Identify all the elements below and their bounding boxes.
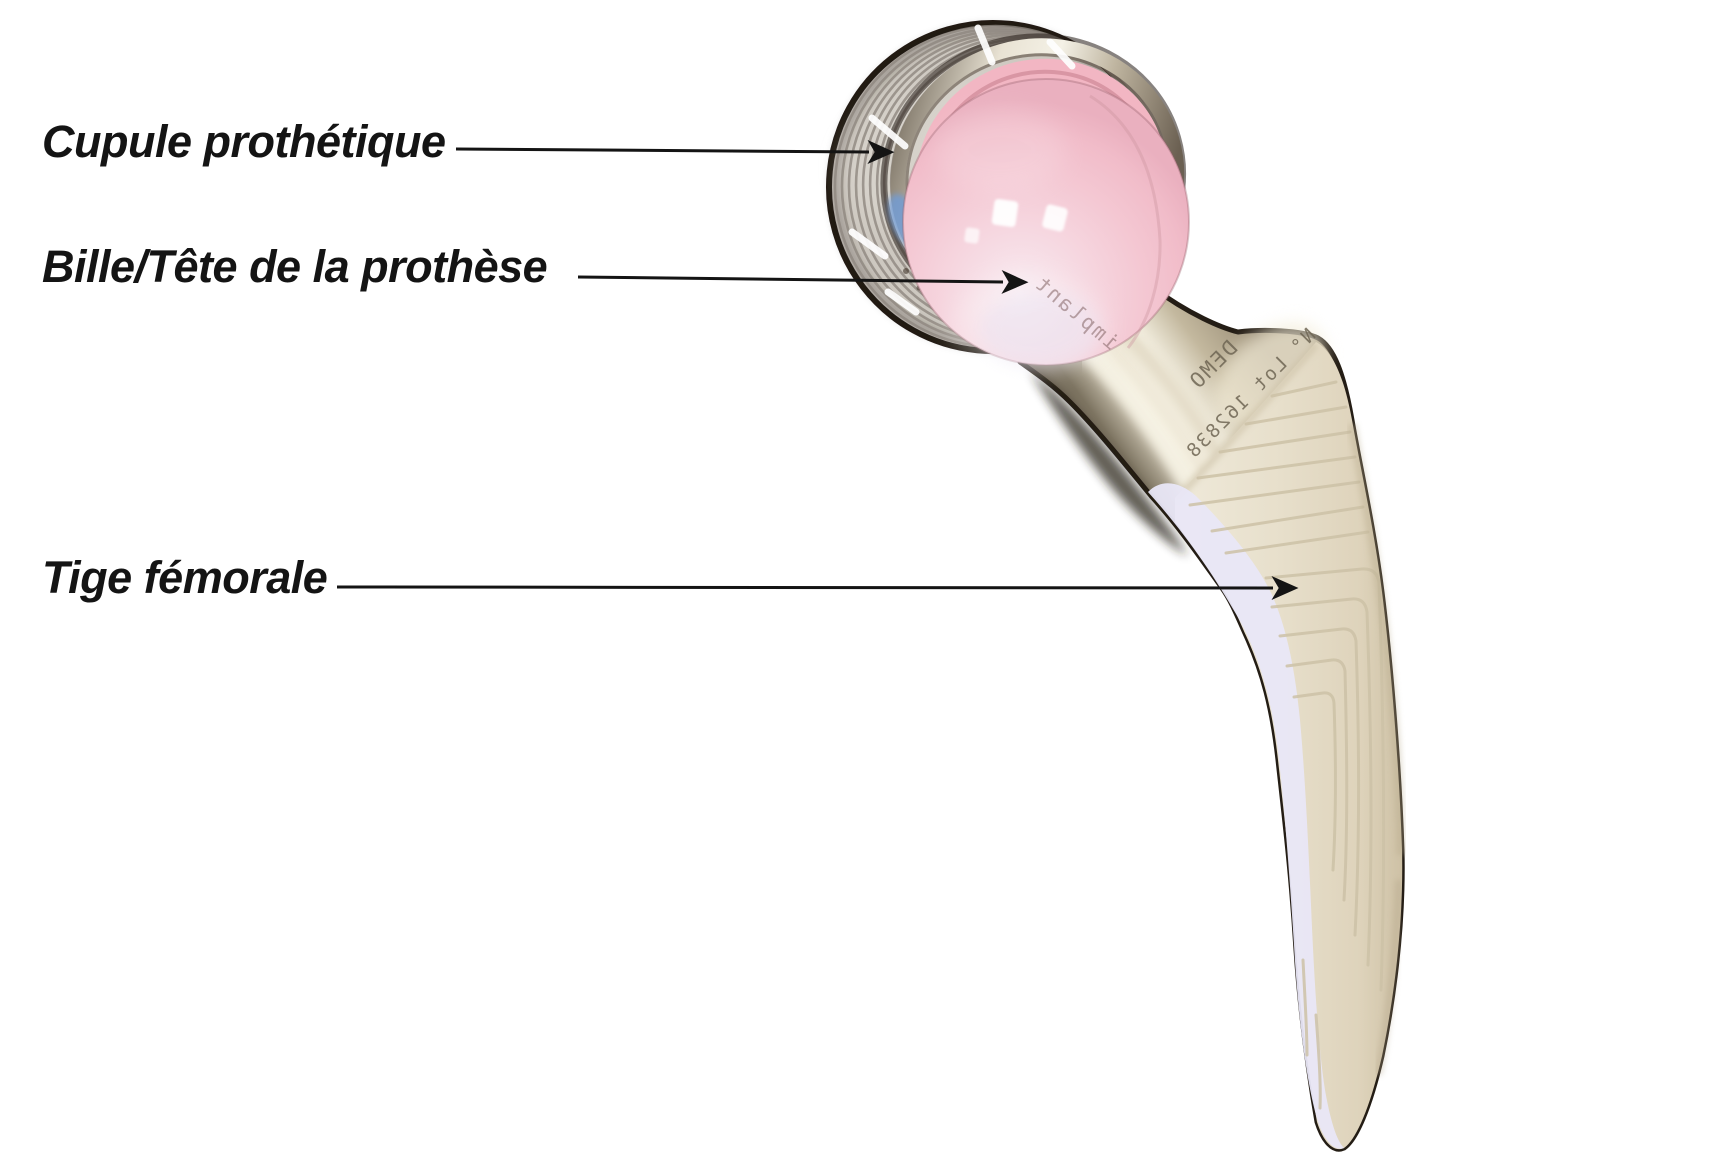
- cup-index-ticks: [848, 24, 1076, 316]
- femoral-head-ball: implant: [902, 78, 1190, 376]
- ball-bevel-edge: [1089, 94, 1162, 349]
- stem-left-highlight: [1148, 483, 1344, 1149]
- neck-shadow: [1030, 370, 1188, 556]
- ball-sheen-top: [934, 108, 1066, 192]
- neck-highlight-2: [1116, 324, 1224, 458]
- rim-dot: [903, 268, 909, 274]
- stem-right-shade-low: [1374, 879, 1403, 1076]
- annotation-arrows: [336, 139, 1299, 600]
- label-cupule-prothetique: Cupule prothétique: [42, 116, 446, 167]
- arrow-bille: [577, 269, 1029, 294]
- label-bille-tete-prothese: Bille/Tête de la prothèse: [42, 241, 548, 292]
- ball-sheen-lavender: [980, 292, 1100, 368]
- stem-right-shade: [1347, 423, 1406, 856]
- arrow-cupule: [455, 139, 895, 164]
- label-tige-femorale: Tige fémorale: [42, 552, 328, 603]
- ball-window-glints: [964, 198, 1068, 244]
- arrow-tige: [336, 575, 1299, 600]
- femoral-stem: DEMO N° Lot 162838: [1017, 284, 1406, 1152]
- neck-highlight: [1080, 340, 1202, 494]
